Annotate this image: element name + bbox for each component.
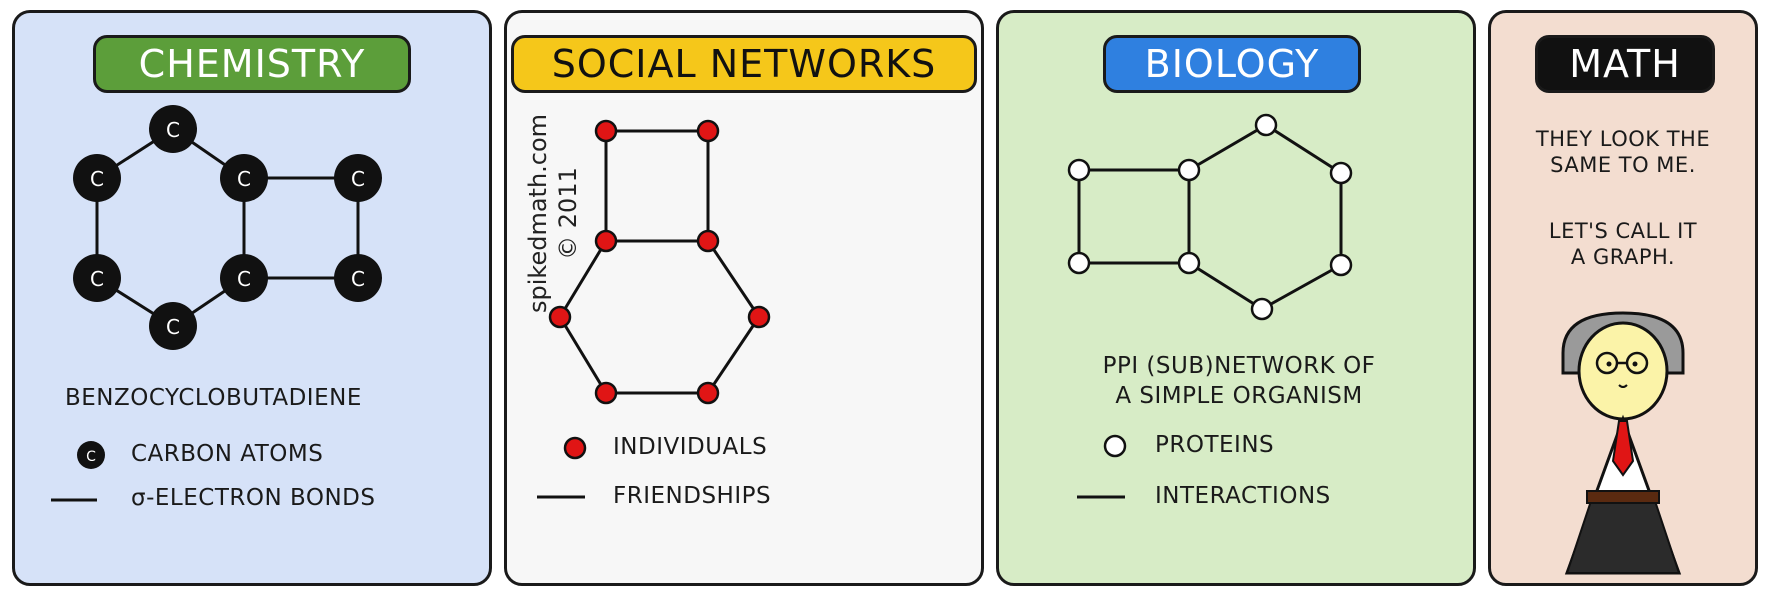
legend-carbon-label: CARBON ATOMS — [131, 441, 324, 467]
svg-text:C: C — [86, 449, 96, 465]
individual-node — [696, 381, 720, 405]
speech-line4: A GRAPH. — [1570, 245, 1676, 269]
individual-node — [747, 305, 771, 329]
ppi-caption-line2: A SIMPLE ORGANISM — [1115, 383, 1363, 409]
svg-text:C: C — [166, 118, 180, 142]
biology-banner: BIOLOGY — [1103, 35, 1361, 93]
carbon-atom: C — [334, 254, 382, 302]
svg-text:C: C — [166, 315, 180, 339]
protein-node — [1254, 113, 1278, 137]
ppi-caption-line1: PPI (SUB)NETWORK OF — [1102, 353, 1376, 379]
bond-edges — [95, 127, 360, 328]
head-shape — [1577, 321, 1669, 421]
protein-node — [1067, 158, 1091, 182]
protein-node — [1067, 251, 1091, 275]
individual-node — [594, 229, 618, 253]
individual-node — [696, 229, 720, 253]
carbon-atom: C — [149, 302, 197, 350]
legend-bond-label: σ-ELECTRON BONDS — [131, 485, 376, 511]
belt — [1586, 490, 1660, 504]
benzocyclobutadiene-graph: C C C C C C C C C — [51, 105, 382, 502]
carbon-atom: C — [73, 254, 121, 302]
legend-friendship-label: FRIENDSHIPS — [613, 483, 772, 509]
individual-nodes — [548, 119, 771, 405]
protein-node — [1329, 161, 1353, 185]
svg-text:C: C — [90, 167, 104, 191]
molecule-name: BENZOCYCLOBUTADIENE — [65, 385, 362, 411]
necktie — [1611, 420, 1635, 477]
legend-carbon-icon: C — [77, 441, 105, 469]
individual-node — [696, 119, 720, 143]
math-title: MATH — [1535, 35, 1715, 93]
speech-line3: LET'S CALL IT — [1548, 219, 1698, 243]
legend-individual-icon — [563, 436, 587, 460]
speech-line1: THEY LOOK THE — [1535, 127, 1711, 151]
svg-text:C: C — [351, 167, 365, 191]
carbon-atom: C — [220, 154, 268, 202]
ppi-visual-edges — [1077, 123, 1343, 311]
protein-node — [1177, 158, 1201, 182]
svg-text:C: C — [90, 267, 104, 291]
biology-panel-content: BIOLOGY PPI (SUB)NET — [996, 10, 1476, 586]
chemistry-title: CHEMISTRY — [93, 35, 411, 93]
social-networks-title: SOCIAL NETWORKS — [511, 35, 977, 93]
carbon-atom: C — [73, 154, 121, 202]
carbon-atom: C — [334, 154, 382, 202]
protein-node — [1329, 253, 1353, 277]
protein-node — [1250, 297, 1274, 321]
individual-node — [594, 381, 618, 405]
legend-protein-icon — [1103, 434, 1127, 458]
math-panel: MATH THEY LOOK THE SAME TO ME. LET'S CAL… — [1488, 10, 1758, 586]
carbon-atom: C — [149, 105, 197, 153]
ppi-network-visual — [1067, 113, 1353, 499]
right-eye — [1632, 361, 1638, 367]
legend-individual-label: INDIVIDUALS — [613, 434, 768, 460]
carbon-nodes: C C C C C C C C — [73, 105, 382, 350]
mathematician-character — [1561, 311, 1685, 575]
protein-nodes — [1067, 113, 1353, 321]
individual-node — [548, 305, 572, 329]
carbon-atom: C — [220, 254, 268, 302]
legend-interaction-label: INTERACTIONS — [1155, 483, 1331, 509]
svg-text:C: C — [237, 167, 251, 191]
svg-text:C: C — [351, 267, 365, 291]
individual-node — [594, 119, 618, 143]
legend-protein-label: PROTEINS — [1155, 432, 1275, 458]
body-dark-lower — [1565, 500, 1681, 574]
friendship-graph — [537, 119, 771, 499]
protein-node — [1177, 251, 1201, 275]
chemistry-panel: CHEMISTRY C C C C C C C C C BENZOCYCLOBU… — [12, 10, 492, 586]
mouth — [1618, 384, 1628, 388]
friendship-edges — [558, 129, 761, 395]
left-eye — [1606, 361, 1612, 367]
svg-text:C: C — [237, 267, 251, 291]
social-networks-panel: SOCIAL NETWORKS spikedmath.com © 2011 — [504, 10, 984, 586]
speech-line2: SAME TO ME. — [1550, 153, 1696, 177]
